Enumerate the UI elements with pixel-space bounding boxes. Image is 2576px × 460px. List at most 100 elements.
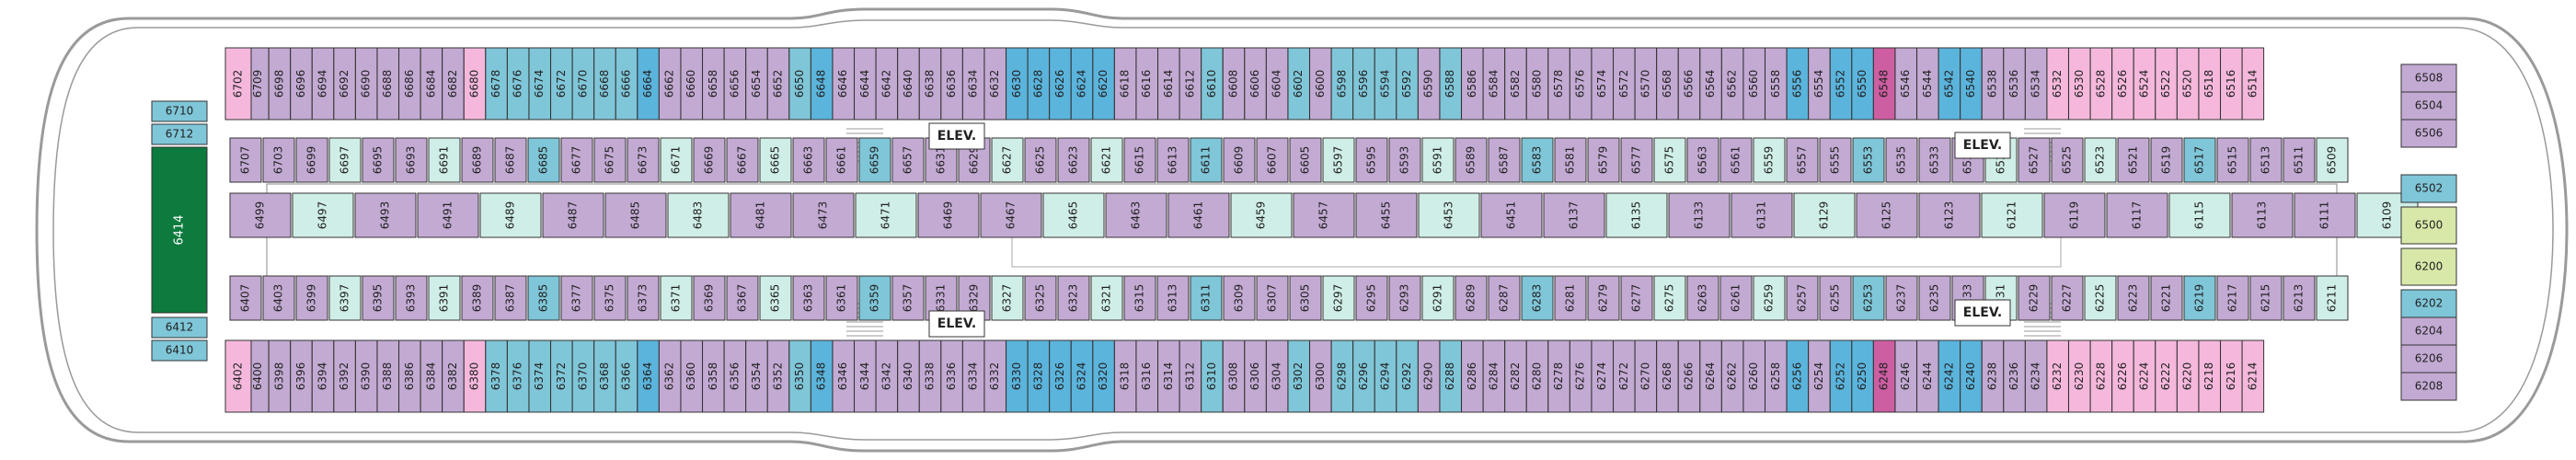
cabin-6607[interactable] bbox=[1256, 137, 1289, 183]
cabin-6593[interactable] bbox=[1388, 137, 1421, 183]
cabin-6393[interactable] bbox=[395, 275, 428, 321]
cabin-6403[interactable] bbox=[262, 275, 295, 321]
cabin-6357[interactable] bbox=[891, 275, 925, 321]
cabin-6609[interactable] bbox=[1223, 137, 1256, 183]
cabin-6473[interactable] bbox=[792, 192, 855, 238]
cabin-6125[interactable] bbox=[1856, 192, 1918, 238]
cabin-6253[interactable] bbox=[1852, 275, 1885, 321]
cabin-6553[interactable] bbox=[1852, 137, 1885, 183]
cabin-6259[interactable] bbox=[1753, 275, 1786, 321]
cabin-6533[interactable] bbox=[1918, 137, 1951, 183]
cabin-6311[interactable] bbox=[1190, 275, 1223, 321]
cabin-6469[interactable] bbox=[917, 192, 980, 238]
cabin-6457[interactable] bbox=[1293, 192, 1355, 238]
cabin-6515[interactable] bbox=[2216, 137, 2249, 183]
cabin-6111[interactable] bbox=[2294, 192, 2356, 238]
cabin-6561[interactable] bbox=[1719, 137, 1753, 183]
cabin-6129[interactable] bbox=[1793, 192, 1856, 238]
cabin-6557[interactable] bbox=[1786, 137, 1819, 183]
cabin-6323[interactable] bbox=[1057, 275, 1090, 321]
cabin-6707[interactable] bbox=[229, 137, 262, 183]
cabin-6667[interactable] bbox=[726, 137, 759, 183]
cabin-6621[interactable] bbox=[1090, 137, 1123, 183]
cabin-6255[interactable] bbox=[1819, 275, 1852, 321]
cabin-6387[interactable] bbox=[494, 275, 527, 321]
cabin-6289[interactable] bbox=[1455, 275, 1488, 321]
cabin-6465[interactable] bbox=[1042, 192, 1105, 238]
cabin-6237[interactable] bbox=[1885, 275, 1918, 321]
cabin-6509[interactable] bbox=[2316, 137, 2349, 183]
cabin-6363[interactable] bbox=[792, 275, 825, 321]
cabin-6563[interactable] bbox=[1686, 137, 1719, 183]
cabin-6373[interactable] bbox=[627, 275, 660, 321]
cabin-6121[interactable] bbox=[1981, 192, 2043, 238]
cabin-6699[interactable] bbox=[295, 137, 328, 183]
cabin-6213[interactable] bbox=[2283, 275, 2316, 321]
cabin-6591[interactable] bbox=[1421, 137, 1455, 183]
cabin-6123[interactable] bbox=[1918, 192, 1981, 238]
cabin-6523[interactable] bbox=[2084, 137, 2117, 183]
cabin-6483[interactable] bbox=[667, 192, 730, 238]
cabin-6315[interactable] bbox=[1123, 275, 1156, 321]
cabin-6461[interactable] bbox=[1167, 192, 1230, 238]
cabin-6225[interactable] bbox=[2084, 275, 2117, 321]
cabin-6691[interactable] bbox=[428, 137, 461, 183]
cabin-6471[interactable] bbox=[855, 192, 917, 238]
cabin-6710[interactable] bbox=[151, 100, 208, 122]
cabin-6581[interactable] bbox=[1554, 137, 1587, 183]
cabin-6669[interactable] bbox=[693, 137, 726, 183]
cabin-6659[interactable] bbox=[858, 137, 891, 183]
cabin-6219[interactable] bbox=[2183, 275, 2216, 321]
cabin-6595[interactable] bbox=[1355, 137, 1388, 183]
cabin-6463[interactable] bbox=[1105, 192, 1167, 238]
cabin-6133[interactable] bbox=[1668, 192, 1731, 238]
cabin-6309[interactable] bbox=[1223, 275, 1256, 321]
cabin-6307[interactable] bbox=[1256, 275, 1289, 321]
cabin-6117[interactable] bbox=[2106, 192, 2168, 238]
cabin-6211[interactable] bbox=[2316, 275, 2349, 321]
cabin-6689[interactable] bbox=[461, 137, 494, 183]
cabin-6489[interactable] bbox=[479, 192, 542, 238]
cabin-6281[interactable] bbox=[1554, 275, 1587, 321]
cabin-6325[interactable] bbox=[1024, 275, 1057, 321]
cabin-6367[interactable] bbox=[726, 275, 759, 321]
cabin-6671[interactable] bbox=[660, 137, 693, 183]
cabin-6135[interactable] bbox=[1605, 192, 1668, 238]
cabin-6235[interactable] bbox=[1918, 275, 1951, 321]
cabin-6663[interactable] bbox=[792, 137, 825, 183]
cabin-6665[interactable] bbox=[759, 137, 792, 183]
cabin-6506[interactable] bbox=[2400, 119, 2457, 148]
cabin-6395[interactable] bbox=[362, 275, 395, 321]
cabin-6277[interactable] bbox=[1620, 275, 1653, 321]
cabin-6687[interactable] bbox=[494, 137, 527, 183]
cabin-6685[interactable] bbox=[527, 137, 560, 183]
cabin-6587[interactable] bbox=[1488, 137, 1521, 183]
cabin-6577[interactable] bbox=[1620, 137, 1653, 183]
cabin-6361[interactable] bbox=[825, 275, 858, 321]
cabin-6407[interactable] bbox=[229, 275, 262, 321]
cabin-6215[interactable] bbox=[2249, 275, 2283, 321]
cabin-6697[interactable] bbox=[328, 137, 362, 183]
cabin-6623[interactable] bbox=[1057, 137, 1090, 183]
cabin-6385[interactable] bbox=[527, 275, 560, 321]
cabin-6575[interactable] bbox=[1653, 137, 1686, 183]
cabin-6275[interactable] bbox=[1653, 275, 1686, 321]
cabin-6702[interactable] bbox=[224, 47, 252, 121]
cabin-6377[interactable] bbox=[560, 275, 593, 321]
cabin-6359[interactable] bbox=[858, 275, 891, 321]
cabin-6375[interactable] bbox=[593, 275, 627, 321]
cabin-6513[interactable] bbox=[2249, 137, 2283, 183]
cabin-6221[interactable] bbox=[2150, 275, 2183, 321]
cabin-6459[interactable] bbox=[1230, 192, 1293, 238]
cabin-6712[interactable] bbox=[151, 123, 208, 145]
cabin-6455[interactable] bbox=[1355, 192, 1418, 238]
cabin-6200[interactable] bbox=[2400, 247, 2457, 286]
cabin-6677[interactable] bbox=[560, 137, 593, 183]
cabin-6229[interactable] bbox=[2018, 275, 2051, 321]
cabin-6502[interactable] bbox=[2400, 174, 2457, 203]
cabin-6485[interactable] bbox=[604, 192, 667, 238]
cabin-6261[interactable] bbox=[1719, 275, 1753, 321]
cabin-6389[interactable] bbox=[461, 275, 494, 321]
cabin-6499[interactable] bbox=[229, 192, 292, 238]
cabin-6511[interactable] bbox=[2283, 137, 2316, 183]
